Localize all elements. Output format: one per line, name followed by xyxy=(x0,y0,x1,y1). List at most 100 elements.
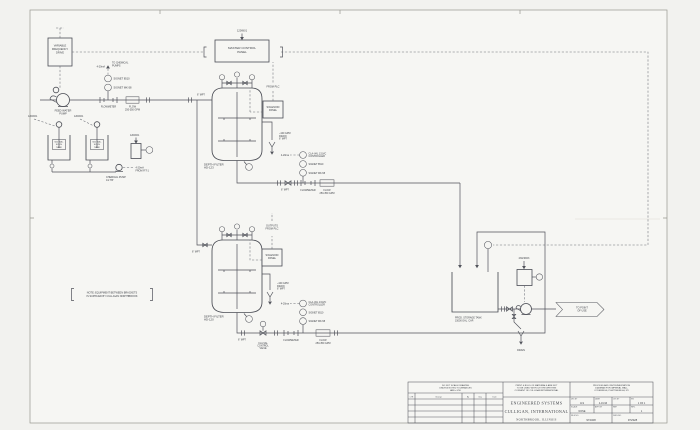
signet-8510-label: SIGNET 8510 xyxy=(114,77,131,81)
flow-element-icon xyxy=(319,179,335,187)
company-line2: CULLIGAN, INTERNATIONAL xyxy=(505,409,569,415)
chby-field-label: CH. BY xyxy=(613,399,620,401)
mcp-power-label: 120/60/1 xyxy=(237,29,248,33)
company-line3: NORTHBROOK, ILLINOIS xyxy=(516,418,557,422)
rev-field-value: 1 xyxy=(641,410,643,413)
gauge-icon xyxy=(234,223,240,230)
signet-sensor-icon xyxy=(104,83,112,92)
filter1-inlet-label: 6" MPT xyxy=(197,94,205,97)
chem-power-b-label: 120/60/1 xyxy=(74,115,84,118)
filter1-outlet-pipe xyxy=(236,160,460,184)
title-block-frame xyxy=(407,381,654,424)
chemical-feed-group: 120/60/1 120/60/1 500 GAL.SOLN.TANK 500 … xyxy=(28,115,154,182)
feed-signal-label: 4-20mA xyxy=(97,66,106,69)
chemical-pump-icon xyxy=(115,163,123,172)
signet-sensor-icon xyxy=(299,317,307,325)
rev-col-change: Change xyxy=(435,396,442,398)
signet-mk58-label: SIGNET MK-58 xyxy=(114,86,133,90)
chem-power-c-label: 120/60/1 xyxy=(130,134,140,137)
tank-outlet-fitting-icon xyxy=(87,163,93,169)
agitator-motor-icon xyxy=(55,121,63,128)
bracket-icon xyxy=(203,46,283,58)
pump-power-label: 230/460/3 xyxy=(519,257,530,260)
feed-pump-icon xyxy=(56,93,70,107)
controller-bubble-icon xyxy=(299,151,307,159)
scale-field-value: NONE xyxy=(579,410,586,413)
from-plc-label: FROM PLC xyxy=(267,86,280,89)
filter1-signet-a-label: SIGNET 8510 xyxy=(309,163,325,166)
gauge-icon xyxy=(535,273,543,281)
tank-outlet-fitting-icon xyxy=(49,163,55,169)
chem-controller-icon xyxy=(130,143,142,159)
sh-field-label: SH. xyxy=(631,399,635,401)
rev-col-ltr: LTR xyxy=(410,396,414,398)
to-point-of-use-flag-icon xyxy=(555,302,605,317)
drby-field-label: DR. BY xyxy=(571,399,578,401)
rev-col-by: By xyxy=(467,396,469,398)
drain-funnel-icon xyxy=(262,121,276,151)
filter2-inlet-label: 6" MPT xyxy=(192,251,200,254)
agitator-motor-icon xyxy=(93,121,101,128)
controller-bubble-icon xyxy=(299,299,307,308)
gauge-icon xyxy=(219,226,225,233)
gauge-icon xyxy=(219,74,225,81)
appby-field-label: APP. BY xyxy=(595,406,603,409)
control-signal-bus xyxy=(72,51,649,246)
flowmeter-icon xyxy=(283,330,299,336)
signet-transmitter-icon xyxy=(299,160,307,168)
signet-sensor-icon xyxy=(299,169,307,177)
flowmeter-icon xyxy=(99,97,118,103)
fileno-field-label: FILE NO. xyxy=(571,415,579,417)
rev-col-chg: Chg xyxy=(478,396,481,398)
flow-element-icon xyxy=(125,96,140,104)
chem-tank-a-icon xyxy=(47,135,71,161)
sh-field-value: 1 OF 1 xyxy=(638,402,646,405)
bracket-icon xyxy=(71,288,153,301)
flowmeter-label: FLOWMETER xyxy=(101,106,117,109)
chem-tank-b-label: 500 GAL.SOLN.TANK xyxy=(92,141,102,149)
filter-vessel-icon xyxy=(211,87,263,161)
gauge-icon xyxy=(145,146,154,154)
instrument-bubble-icon xyxy=(245,163,253,171)
date-field-value: 4-16-93 xyxy=(599,402,608,405)
filter1-signal-label: 4-20ma xyxy=(281,154,290,157)
product-pump-icon xyxy=(520,303,532,315)
drain-label: DRAIN xyxy=(517,349,525,352)
gauge-icon xyxy=(249,74,255,81)
rev-col-date: Date xyxy=(493,395,497,398)
motor-starter-icon xyxy=(516,269,533,286)
chem-tank-b-icon xyxy=(85,135,109,161)
chem-tank-a-label: 500 GAL.SOLN.TANK xyxy=(54,141,64,149)
drawing-border xyxy=(29,9,668,424)
signet-transmitter-icon xyxy=(104,74,112,83)
drain-funnel-icon xyxy=(513,309,525,341)
filter2-signet-b-label: SIGNET MK-58 xyxy=(309,320,326,323)
filter1-flowmeter-label: FLOWMETER xyxy=(300,189,316,192)
company-line1: ENGINEERED SYSTEMS xyxy=(511,401,563,406)
